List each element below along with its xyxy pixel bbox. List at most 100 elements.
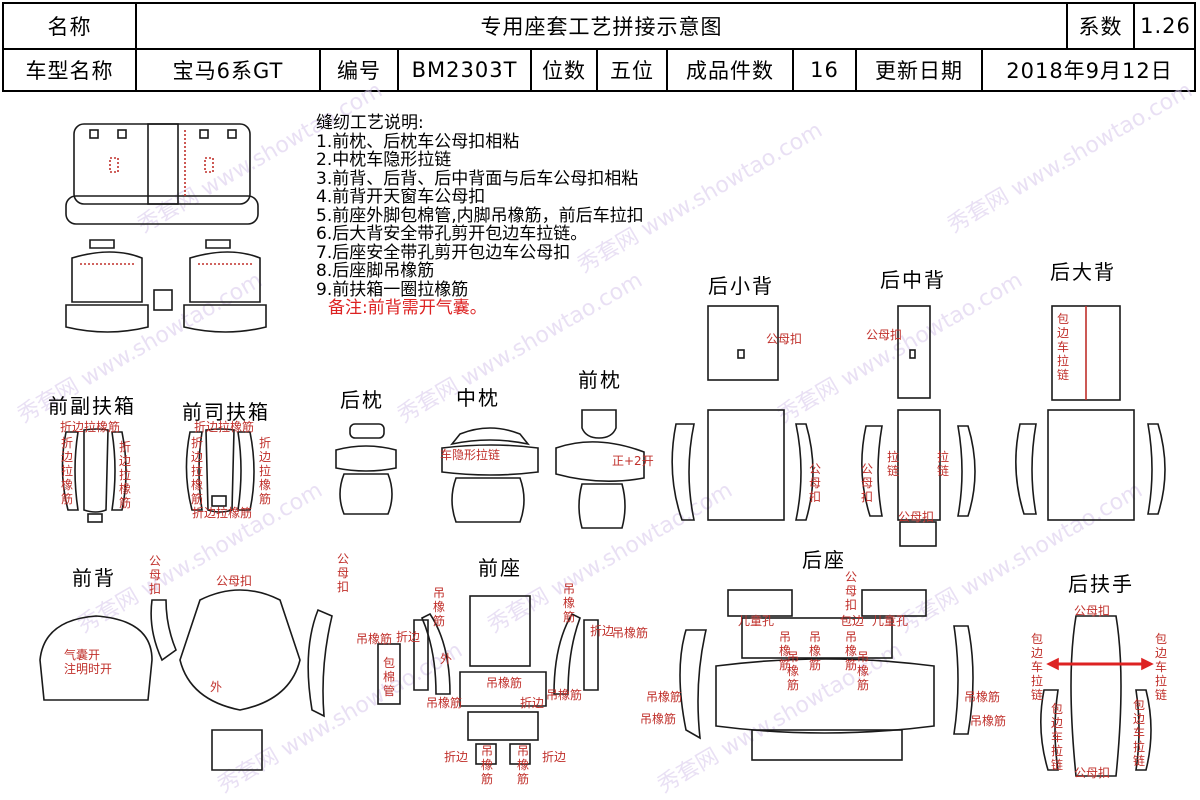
notes-remark: 备注:前背需开气囊。 [328, 298, 487, 318]
annotation-fold-edge: 折边 [444, 750, 469, 764]
annotation-edge-zipper: 包边车拉链 [1030, 632, 1043, 702]
annotation-fold-edge: 折边 [396, 630, 421, 644]
front-passenger-box-pieces [61, 428, 127, 523]
annotation-fold-edge: 折边 [542, 750, 567, 764]
label-rear-armrest: 后扶手 [1068, 572, 1134, 596]
annotation-snap: 公母扣 [860, 462, 873, 504]
annotation-hang-elastic: 吊橡筋 [516, 744, 529, 786]
rear-seat-pieces [679, 589, 974, 761]
annotation-hang-elastic: 吊橡筋 [612, 626, 649, 640]
middle-headrest-pieces [441, 427, 539, 523]
annotation-fold-edge-elastic: 折边拉橡筋 [194, 420, 255, 434]
annotation-hang-elastic: 吊橡筋 [486, 676, 523, 690]
label-rear-big-back: 后大背 [1050, 260, 1116, 284]
annotation-hang-elastic: 吊橡筋 [970, 714, 1007, 728]
seats-value: 五位 [598, 48, 668, 92]
header-table: 名称 专用座套工艺拼接示意图 系数 1.26 车型名称 宝马6系GT 编号 BM… [2, 2, 1196, 92]
annotation-zipper: 拉链 [886, 450, 899, 478]
annotation-fold-edge-elastic: 折边拉橡筋 [192, 506, 253, 520]
code-value: BM2303T [399, 48, 532, 92]
annotation-fold-edge: 折边 [590, 624, 615, 638]
note-item: 3.前背、后背、后中背面与后车公母扣相粘 [316, 168, 639, 189]
annotation-fold-edge-elastic: 折边拉橡筋 [60, 420, 121, 434]
annotation-fold-edge: 折边 [520, 696, 545, 710]
label-front-headrest: 前枕 [578, 368, 622, 392]
annotation-edge-zipper: 包边车拉链 [1154, 632, 1167, 702]
rear-headrest-pieces [335, 423, 397, 515]
note-item: 6.后大背安全带孔剪开包边车拉链。 [316, 224, 588, 244]
annotation-snap: 公母扣 [148, 554, 161, 596]
annotation-snap: 公母扣 [216, 574, 253, 588]
annotation-fold-edge-elastic: 折边拉橡筋 [118, 440, 131, 510]
note-item: 8.后座脚吊橡筋 [316, 261, 435, 281]
annotation-hang-elastic: 吊橡筋 [356, 632, 393, 646]
coef-label: 系数 [1068, 4, 1135, 48]
notes-heading: 缝纫工艺说明: [316, 113, 424, 133]
seat-overview-rear-bench [65, 123, 259, 225]
annotation-edge-zipper: 包边车拉链 [1050, 702, 1063, 772]
annotation-snap: 公母扣 [898, 510, 935, 524]
rear-armrest-pieces [1040, 615, 1154, 777]
note-item: 4.前背开天窗车公母扣 [316, 187, 486, 207]
label-front-back: 前背 [72, 566, 116, 590]
annotation-zipper: 拉链 [936, 450, 949, 478]
front-seat-pieces [377, 595, 599, 765]
annotation-edge-zipper: 包边车拉链 [1132, 698, 1145, 768]
note-item: 7.后座安全带孔剪开包边车公母扣 [316, 242, 571, 263]
annotation-hang-elastic: 吊橡筋 [426, 696, 463, 710]
annotation-snap: 公母扣 [844, 570, 857, 612]
seat-overview-front-seats [65, 239, 267, 333]
label-front-driver-box: 前司扶箱 [182, 400, 270, 424]
annotation-hang-elastic: 吊橡筋 [786, 650, 799, 692]
annotation-hang-elastic: 吊橡筋 [640, 712, 677, 726]
annotation-hang-elastic: 吊橡筋 [808, 630, 821, 672]
annotation-snap: 公母扣 [866, 328, 903, 342]
front-back-pieces [39, 589, 333, 771]
name-label: 名称 [4, 4, 137, 48]
rear-middle-back-pieces [861, 305, 976, 547]
code-label: 编号 [321, 48, 399, 92]
annotation-hang-elastic: 吊橡筋 [844, 630, 857, 672]
annotation-edge-zipper: 包边车拉链 [1056, 312, 1069, 382]
model-label: 车型名称 [4, 48, 137, 92]
annotation-hidden-zipper: 车隐形拉链 [440, 448, 501, 462]
annotation-hang-elastic: 吊橡筋 [562, 582, 575, 624]
annotation-snap: 公母扣 [808, 462, 821, 504]
model-value: 宝马6系GT [137, 48, 321, 92]
annotation-snap-edge: 包边 [840, 614, 865, 628]
annotation-fold-edge-elastic: 折边拉橡筋 [190, 436, 203, 506]
label-front-seat: 前座 [478, 556, 522, 580]
seats-label: 位数 [532, 48, 598, 92]
front-driver-box-pieces [185, 428, 255, 513]
rear-big-back-pieces [1015, 305, 1166, 521]
annotation-hang-elastic: 吊橡筋 [646, 690, 683, 704]
annotation-hang-elastic: 吊橡筋 [432, 586, 445, 628]
front-headrest-pieces [555, 409, 645, 529]
note-item: 5.前座外脚包棉管,内脚吊橡筋，前后车拉扣 [316, 205, 644, 226]
coef-value: 1.26 [1140, 14, 1191, 38]
annotation-cotton-tube: 包棉管 [382, 656, 395, 698]
annotation-child-hole: 儿童孔 [738, 614, 775, 628]
note-item: 9.前扶箱一圈拉橡筋 [316, 279, 469, 300]
annotation-hang-elastic: 吊橡筋 [480, 744, 493, 786]
pieces-label: 成品件数 [668, 48, 794, 92]
date-value: 2018年9月12日 [1006, 59, 1173, 83]
annotation-snap: 公母扣 [1074, 604, 1111, 618]
annotation-airbag-2: 注明时开 [64, 662, 113, 676]
annotation-fold-edge-elastic: 折边拉橡筋 [258, 436, 271, 506]
annotation-airbag-1: 气囊开 [64, 648, 101, 662]
sewing-notes: 缝纫工艺说明: 1.前枕、后枕车公母扣相粘 2.中枕车隐形拉链 3.前背、后背、… [316, 114, 644, 318]
label-front-passenger-box: 前副扶箱 [48, 394, 136, 418]
note-item: 2.中枕车隐形拉链 [316, 150, 452, 170]
annotation-hang-elastic: 吊橡筋 [778, 630, 791, 672]
label-rear-middle-back: 后中背 [880, 268, 946, 292]
label-middle-headrest: 中枕 [456, 386, 500, 410]
date-label: 更新日期 [857, 48, 983, 92]
annotation-snap: 公母扣 [336, 552, 349, 594]
annotation-hang-elastic: 吊橡筋 [964, 690, 1001, 704]
annotation-outer: 外 [210, 680, 223, 694]
annotation-child-hole: 儿童孔 [872, 614, 909, 628]
annotation-fold-edge-elastic: 折边拉橡筋 [60, 436, 73, 506]
annotation-hang-elastic: 吊橡筋 [856, 650, 869, 692]
